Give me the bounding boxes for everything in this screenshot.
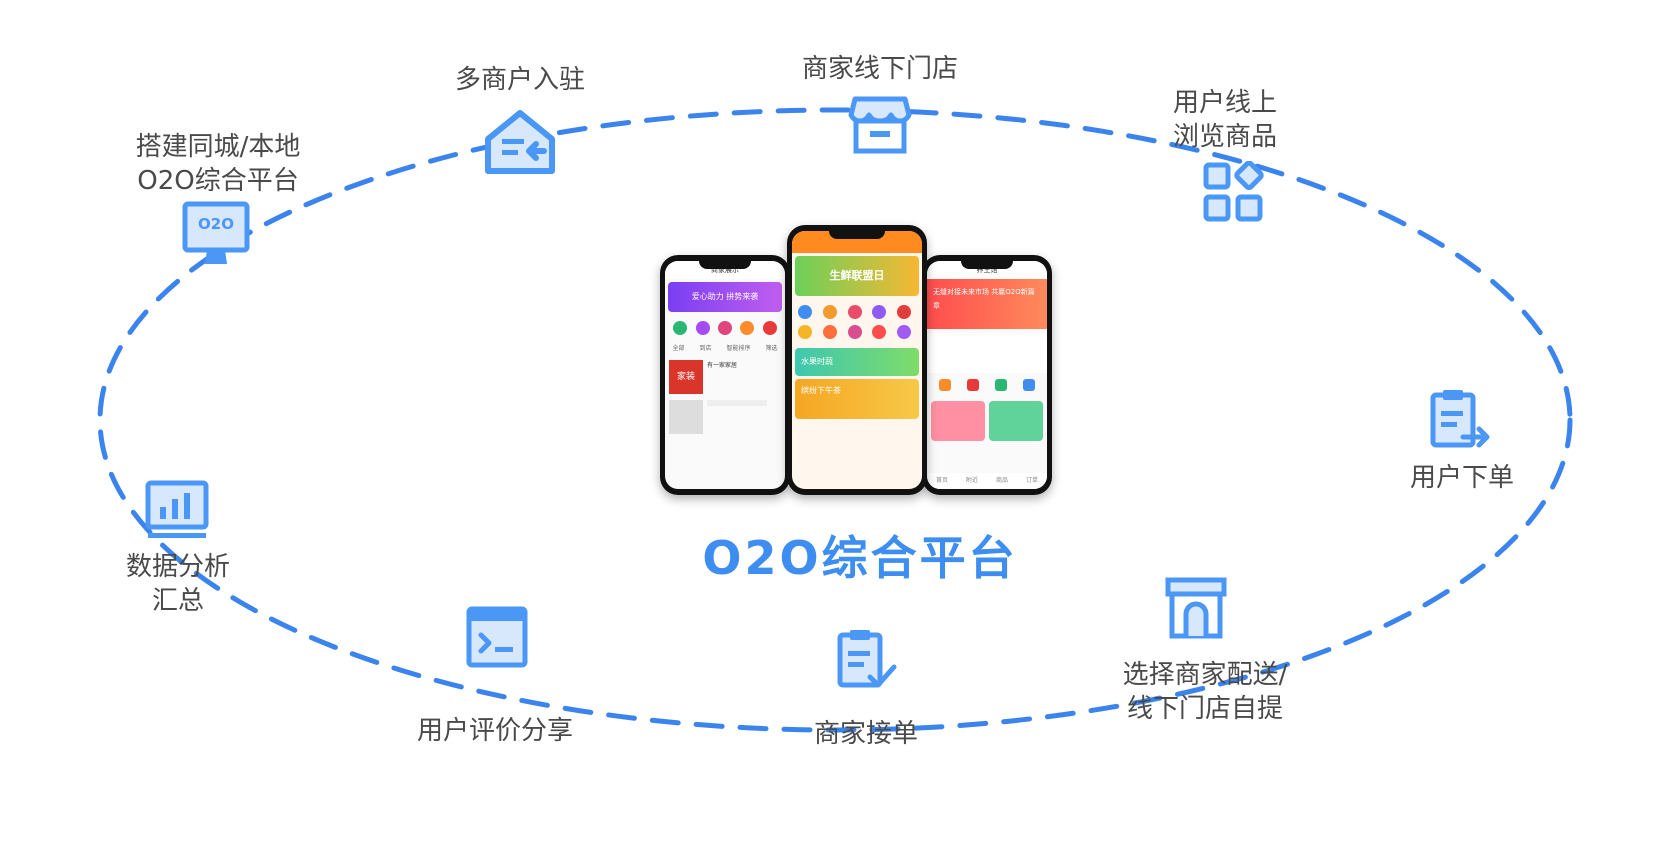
label-platform: 搭建同城/本地 O2O综合平台	[135, 132, 301, 196]
phone-right: 养生馆 无缝对接未来市场 共赢O2O新篇章 首页 附近 商品 订	[922, 255, 1052, 495]
label-delivery: 选择商家配送/ 线下门店自提	[1122, 660, 1288, 724]
phone-right-banner: 无缝对接未来市场 共赢O2O新篇章	[927, 279, 1047, 329]
label-browse: 用户线上 浏览商品	[1172, 88, 1278, 152]
tab-filter: 筛选	[765, 345, 778, 352]
shop-door-icon	[1165, 577, 1227, 639]
store-enter-icon	[485, 110, 555, 174]
store-thumb: 家装	[669, 360, 703, 394]
phone-left-header: 商家展示	[665, 261, 785, 279]
phone-middle-banner: 生鲜联盟日	[795, 256, 919, 296]
tab-goods: 商品	[995, 477, 1008, 484]
clipboard-check-icon	[837, 630, 897, 688]
label-analytics: 数据分析 汇总	[125, 552, 231, 616]
phone-middle: 生鲜联盟日 水果时蔬 缤纷下午茶	[787, 225, 927, 495]
label-offline-store: 商家线下门店	[801, 54, 959, 84]
phone-right-header: 养生馆	[927, 261, 1047, 279]
monitor-o2o-icon: O2O	[181, 200, 251, 270]
monitor-text: O2O	[198, 215, 234, 233]
tab-home: 首页	[935, 477, 948, 484]
window-terminal-icon	[466, 606, 528, 668]
store-title: 有一家家居	[707, 362, 738, 369]
phone-left: 商家展示 爱心助力 拼势来袭 全部 到店 智能排序 筛选 家装	[660, 255, 790, 495]
storefront-icon	[848, 96, 912, 154]
tab-orders: 订单	[1025, 477, 1038, 484]
bar-chart-icon	[145, 480, 209, 538]
fruit-card: 水果时蔬	[795, 348, 919, 376]
tab-all: 全部	[672, 345, 685, 352]
tab-near: 附近	[965, 477, 978, 484]
tea-card: 缤纷下午茶	[795, 379, 919, 419]
label-order: 用户下单	[1409, 463, 1515, 493]
center-title: O2O综合平台	[702, 531, 1018, 585]
phones-mockup: 商家展示 爱心助力 拼势来袭 全部 到店 智能排序 筛选 家装	[660, 225, 1070, 525]
label-merchants: 多商户入驻	[454, 65, 586, 95]
grid-apps-icon	[1203, 161, 1264, 222]
phone-left-banner: 爱心助力 拼势来袭	[668, 282, 782, 312]
tab-nearby: 到店	[699, 345, 712, 352]
tab-sort: 智能排序	[726, 345, 751, 352]
order-export-icon	[1430, 390, 1490, 448]
label-accept: 商家接单	[813, 719, 919, 749]
label-review: 用户评价分享	[416, 716, 574, 746]
